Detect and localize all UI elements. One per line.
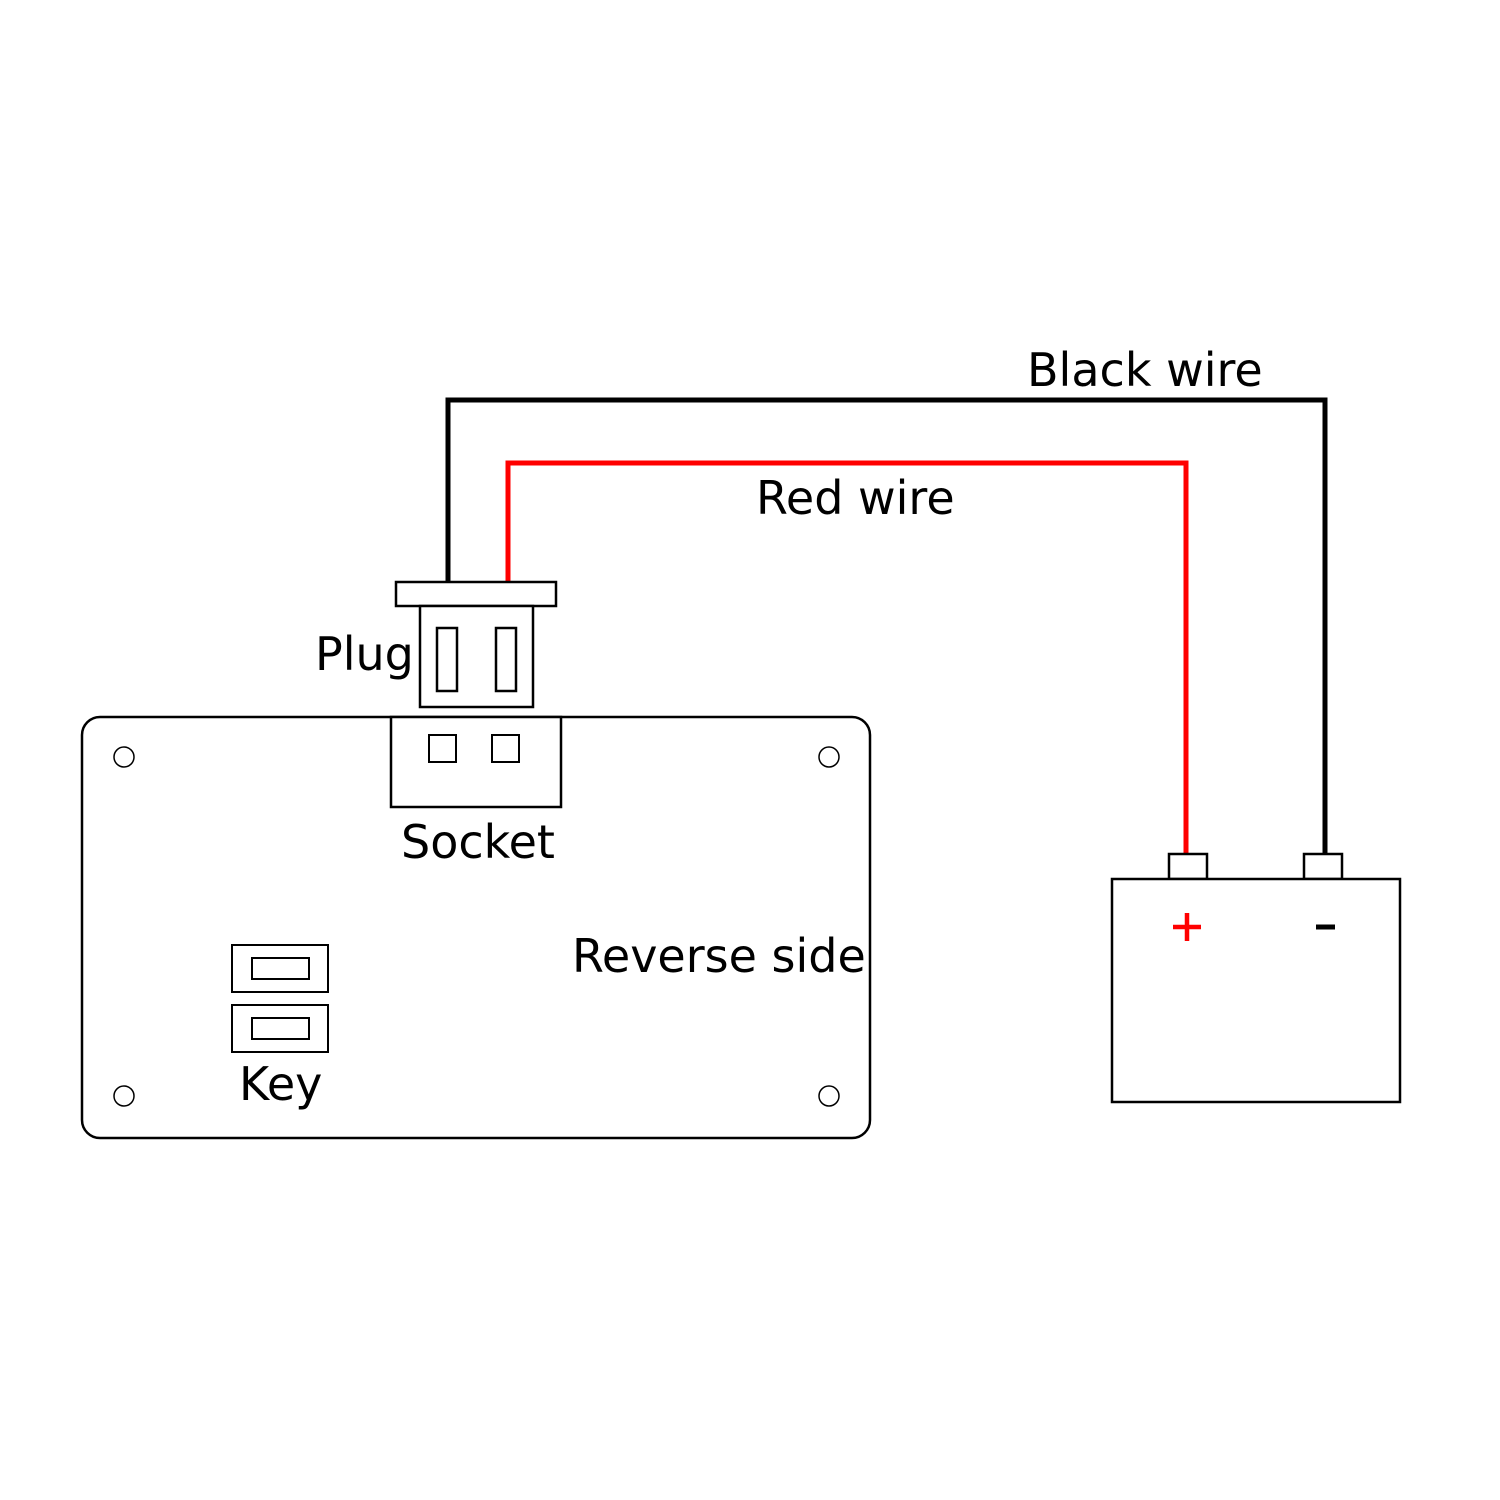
socket-hole-left <box>428 734 457 763</box>
plus-icon <box>1173 913 1201 941</box>
key-buttons <box>231 944 329 1053</box>
mount-hole-top-right <box>818 746 840 768</box>
key-button-1 <box>231 944 329 993</box>
red-wire <box>505 460 1189 855</box>
plug-pin-right <box>494 626 518 693</box>
socket-label: Socket <box>401 815 555 869</box>
black-wire <box>445 397 1328 855</box>
plug-pin-left <box>435 626 459 693</box>
socket-hole-right <box>491 734 520 763</box>
plug <box>394 580 558 709</box>
socket-body <box>389 715 563 809</box>
mount-hole-top-left <box>113 746 135 768</box>
key-button-2-inner <box>251 1017 310 1040</box>
key-label: Key <box>239 1057 322 1111</box>
reverse-side-label: Reverse side <box>572 929 866 983</box>
battery-terminal-positive <box>1167 852 1209 881</box>
battery-body <box>1110 877 1402 1104</box>
black-wire-label: Black wire <box>1027 343 1263 397</box>
mount-hole-bottom-right <box>818 1085 840 1107</box>
plug-cap <box>394 580 558 608</box>
mount-hole-bottom-left <box>113 1085 135 1107</box>
socket <box>389 715 563 809</box>
red-wire-label: Red wire <box>756 471 955 525</box>
key-button-1-inner <box>251 957 310 980</box>
battery <box>1110 852 1402 1104</box>
battery-terminal-negative <box>1302 852 1344 881</box>
plug-label: Plug <box>315 627 414 681</box>
